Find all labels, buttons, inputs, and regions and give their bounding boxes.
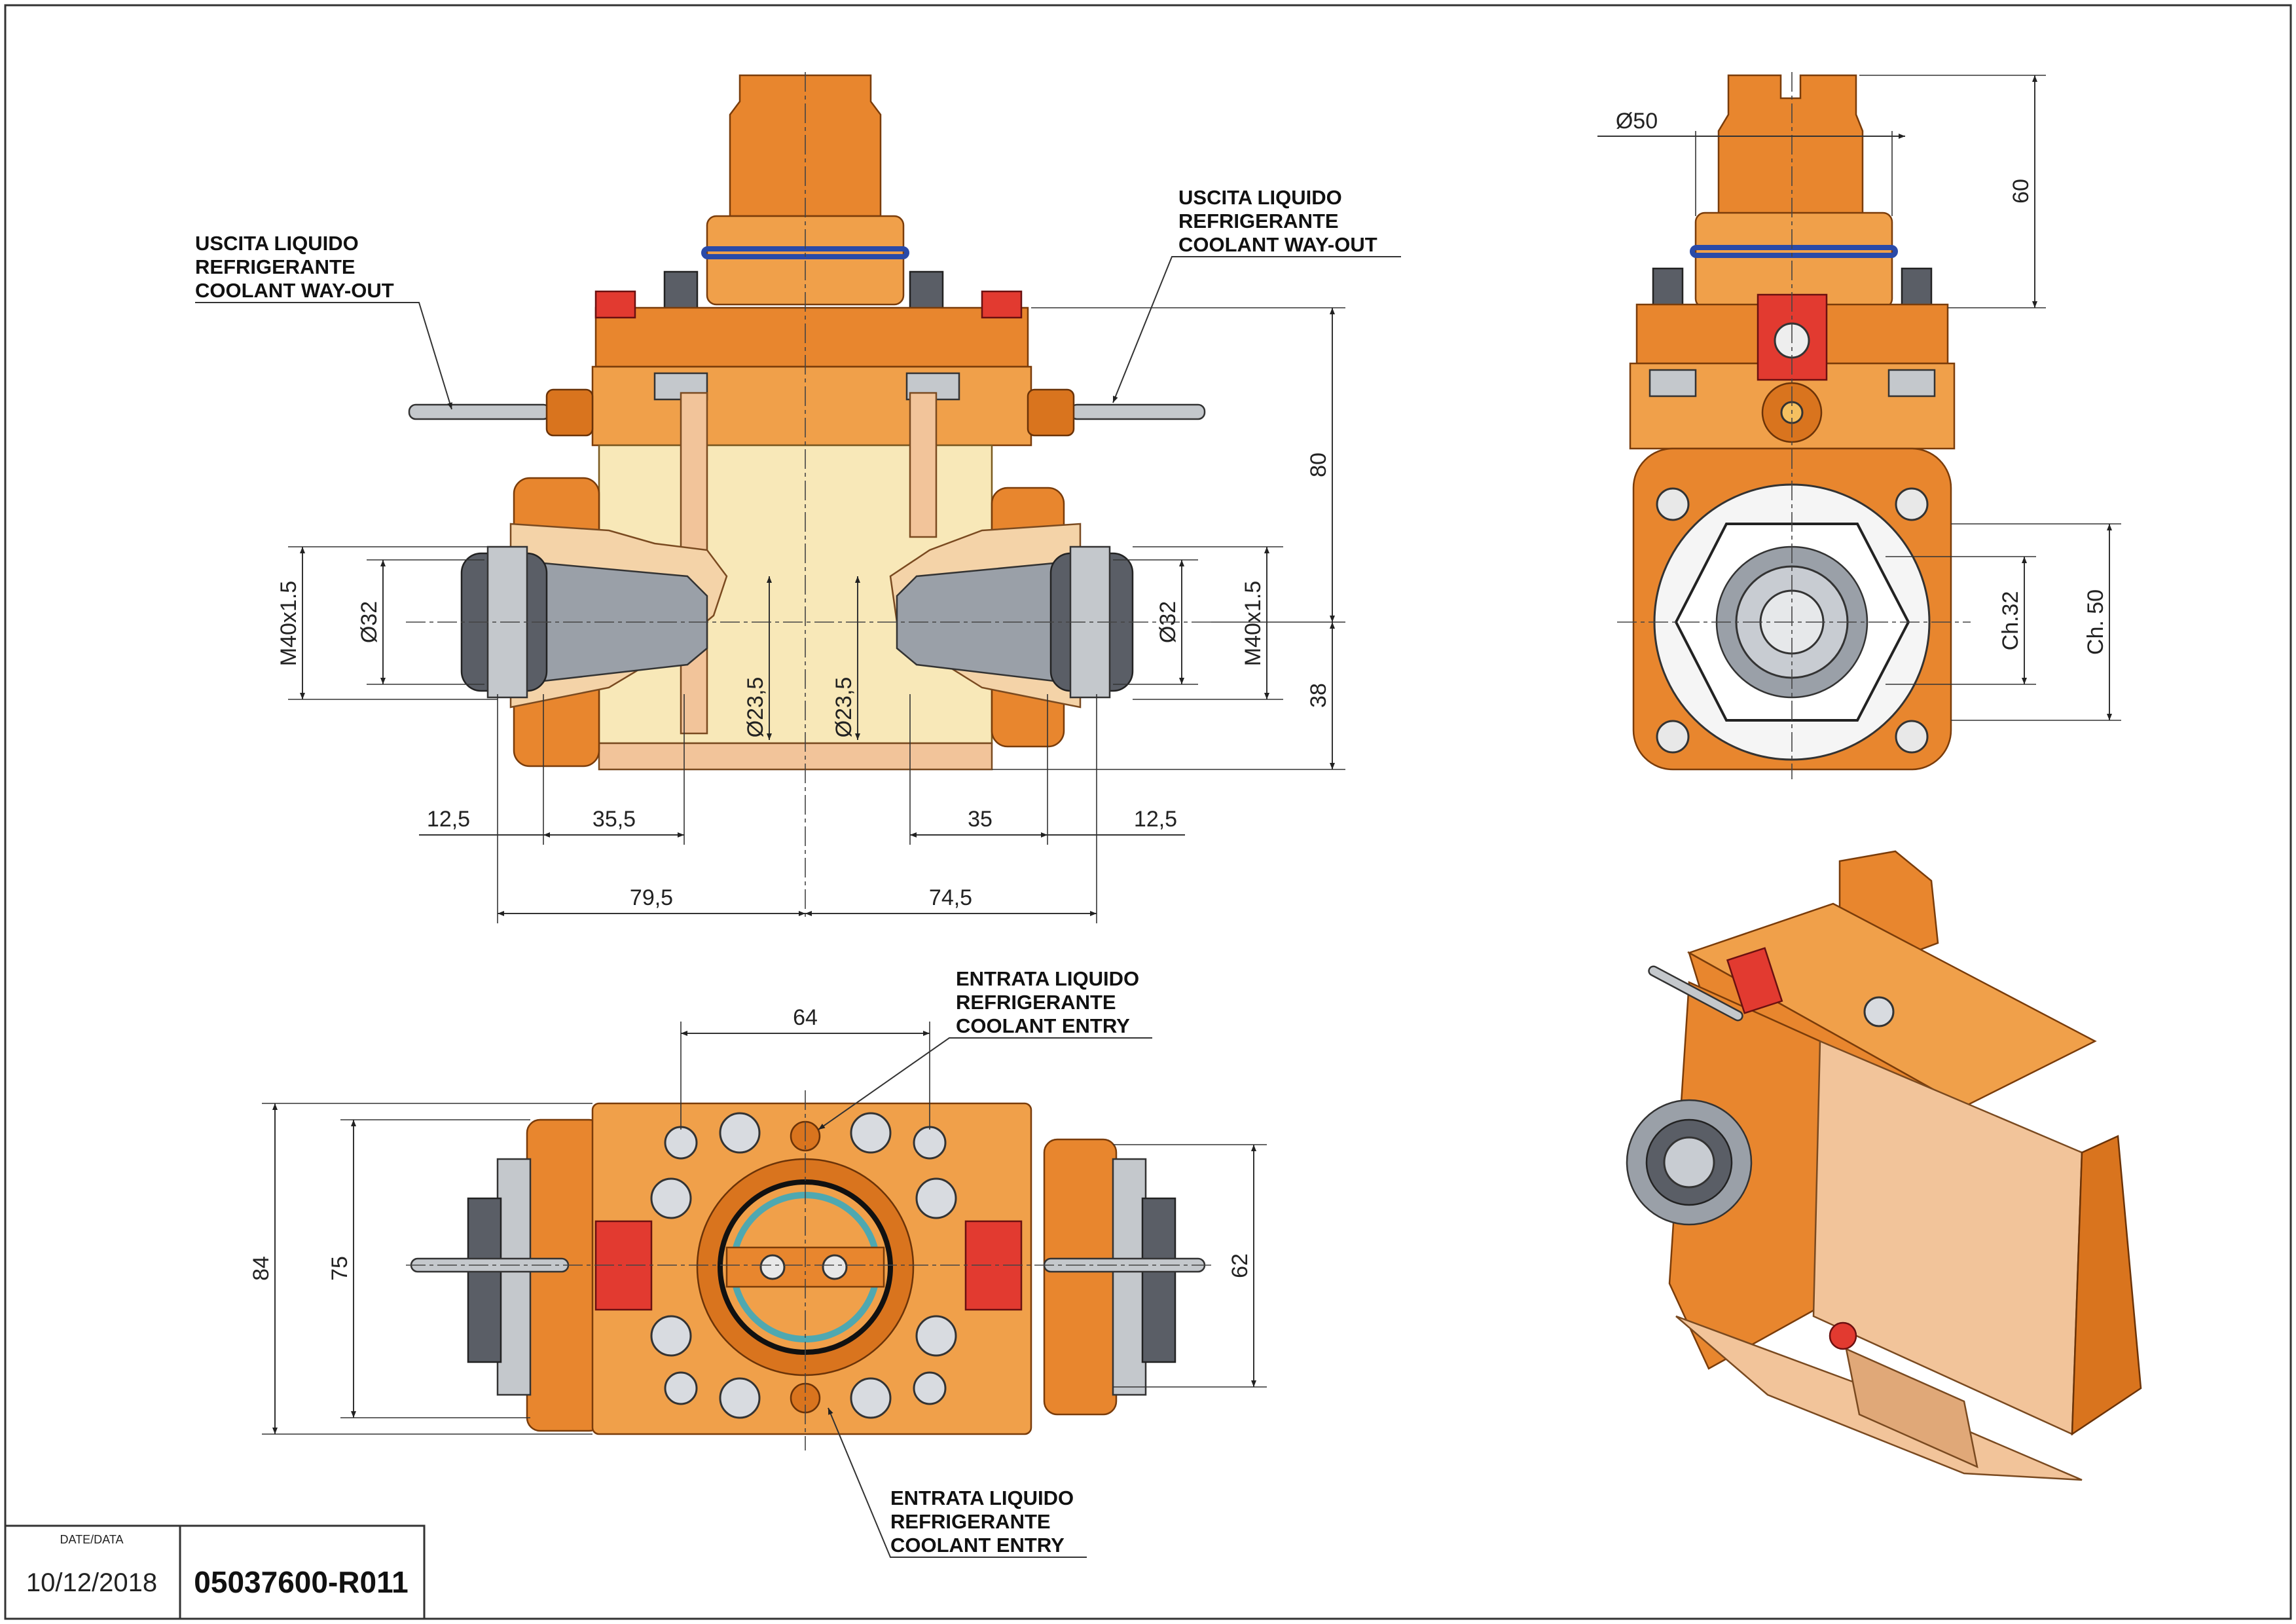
top-bolt-12	[913, 1371, 947, 1405]
callout-left-line2: REFRIGERANTE	[195, 255, 355, 278]
top-bolt-11	[850, 1377, 892, 1419]
iso-tube	[1648, 965, 1743, 1022]
top-bolt-8	[915, 1315, 957, 1357]
iso-slot	[1845, 1347, 1978, 1469]
dim-w125-right: 12,5	[1134, 807, 1177, 832]
iso-red-tab	[1726, 947, 1783, 1014]
side-bolt-br	[1895, 720, 1929, 754]
date-label: DATE/DATA	[60, 1533, 123, 1546]
dim-h60: 60	[2009, 179, 2033, 204]
dim-d235-left: Ø23,5	[743, 677, 768, 738]
dim-h80: 80	[1306, 452, 1331, 477]
top-bolt-7	[650, 1315, 692, 1357]
callout-bottom-line1: ENTRATA LIQUIDO	[890, 1486, 1074, 1509]
dim-ch50: Ch. 50	[2083, 589, 2108, 655]
top-view: ENTRATA LIQUIDO REFRIGERANTE COOLANT ENT…	[249, 967, 1267, 1558]
top-bolt-6	[915, 1177, 957, 1219]
coolant-tube-left	[408, 403, 551, 420]
callout-left-line3: COOLANT WAY-OUT	[195, 279, 394, 302]
screw-top-right	[909, 270, 944, 312]
oring-side	[1690, 245, 1898, 258]
dim-w125-left: 12,5	[427, 807, 470, 832]
dim-w745: 74,5	[929, 885, 972, 910]
shank-side	[1717, 74, 1864, 217]
side-pocket-right	[1887, 369, 1936, 397]
dim-h75: 75	[327, 1256, 352, 1281]
dim-w795: 79,5	[630, 885, 673, 910]
dim-w35: 35	[968, 807, 993, 832]
fitting-right	[1027, 388, 1075, 437]
screw-side-left	[1652, 267, 1684, 309]
leader-left	[195, 302, 452, 410]
iso-red-port	[1829, 1321, 1857, 1350]
coolant-tube-right	[1069, 403, 1206, 420]
side-bolt-tl	[1656, 487, 1690, 521]
leader-right	[1112, 256, 1401, 403]
top-slot-bolt-right	[822, 1254, 848, 1280]
top-nut-left-dark	[467, 1197, 502, 1363]
top-housing-right	[1043, 1138, 1118, 1416]
top-nut-left	[496, 1158, 532, 1396]
callout-bottom-line3: COOLANT ENTRY	[890, 1534, 1065, 1557]
leader-top	[818, 1037, 1152, 1130]
title-block-frame	[4, 1524, 426, 1620]
iso-collet	[1663, 1136, 1715, 1189]
front-view: USCITA LIQUIDO REFRIGERANTE COOLANT WAY-…	[195, 72, 1401, 923]
callout-left-line1: USCITA LIQUIDO	[195, 232, 359, 255]
top-bolt-2	[719, 1112, 761, 1154]
callout-right-line3: COOLANT WAY-OUT	[1178, 233, 1377, 256]
pin-right	[909, 392, 938, 538]
callout-right-line2: REFRIGERANTE	[1178, 210, 1339, 232]
top-bolt-3	[850, 1112, 892, 1154]
callout-top-line1: ENTRATA LIQUIDO	[956, 967, 1139, 990]
dim-d32-right: Ø32	[1156, 601, 1180, 643]
dim-ch32: Ch.32	[1998, 591, 2023, 651]
side-bolt-bl	[1656, 720, 1690, 754]
top-plate	[594, 306, 1029, 368]
top-bolt-5	[650, 1177, 692, 1219]
dim-w355: 35,5	[592, 807, 636, 832]
top-nut-right	[1112, 1158, 1147, 1396]
red-plug-right	[981, 290, 1023, 319]
sheet-border	[4, 4, 2292, 1620]
top-bolt-10	[719, 1377, 761, 1419]
top-nut-right-dark	[1141, 1197, 1176, 1363]
dim-m40-right: M40x1.5	[1241, 581, 1266, 666]
isometric-view	[1626, 850, 2142, 1481]
drawing-code: 05037600-R011	[194, 1565, 408, 1599]
red-plug-left	[594, 290, 636, 319]
callout-bottom-line2: REFRIGERANTE	[890, 1510, 1051, 1533]
side-view: Ø50 60 Ch.32 Ch. 50	[1597, 72, 2121, 779]
top-bolt-4	[913, 1126, 947, 1160]
callout-right-line1: USCITA LIQUIDO	[1178, 186, 1342, 209]
fitting-left	[545, 388, 594, 437]
top-bolt-1	[664, 1126, 698, 1160]
screw-top-left	[663, 270, 699, 312]
side-bolt-tr	[1895, 487, 1929, 521]
drawing-date: 10/12/2018	[26, 1568, 157, 1597]
leader-bottom	[828, 1407, 1087, 1558]
bottom-strip	[598, 742, 993, 771]
screw-side-right	[1901, 267, 1933, 309]
dim-d50: Ø50	[1616, 109, 1658, 134]
dim-w64: 64	[793, 1005, 818, 1030]
callout-top-line3: COOLANT ENTRY	[956, 1014, 1130, 1037]
dim-h62: 62	[1228, 1253, 1252, 1278]
top-slot-bolt-left	[759, 1254, 786, 1280]
top-housing-left	[526, 1118, 604, 1432]
dim-d32-left: Ø32	[357, 601, 382, 643]
callout-top-line2: REFRIGERANTE	[956, 991, 1116, 1014]
dim-h84: 84	[249, 1256, 274, 1281]
top-bolt-9	[664, 1371, 698, 1405]
dim-d235-right: Ø23,5	[831, 677, 856, 738]
iso-right-face	[2071, 1135, 2142, 1436]
dim-m40-left: M40x1.5	[276, 581, 301, 666]
side-pocket-left	[1649, 369, 1697, 397]
iso-bolt-1	[1863, 996, 1895, 1027]
title-block: DATE/DATA 10/12/2018 05037600-R011	[4, 1524, 426, 1620]
shank-side-collar	[1694, 212, 1893, 309]
dim-h38: 38	[1306, 683, 1331, 708]
